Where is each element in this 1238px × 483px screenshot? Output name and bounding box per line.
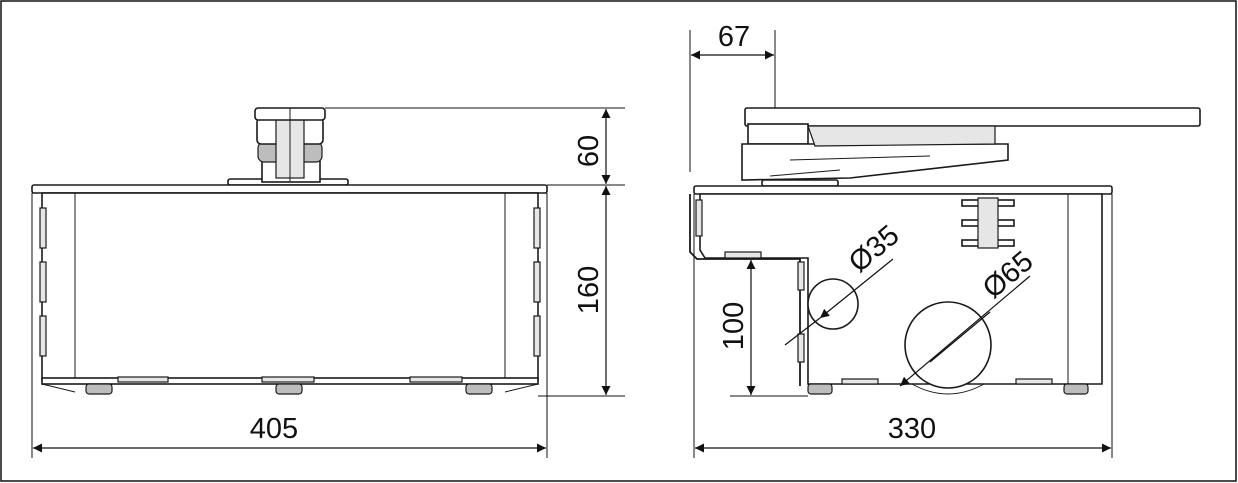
front-body xyxy=(39,192,541,395)
side-top-plate xyxy=(693,185,1113,195)
dim-side-width-label: 330 xyxy=(888,413,936,445)
dim-body-height-label: 160 xyxy=(573,266,605,314)
front-top-plate xyxy=(31,184,548,194)
dim-front-width-label: 405 xyxy=(250,413,298,445)
side-body xyxy=(689,193,1103,395)
side-view: 67 100 330 Ø35 Ø65 xyxy=(689,21,1201,458)
side-arm xyxy=(741,107,1201,187)
front-pivot xyxy=(227,107,349,186)
dim-side-height-label: 100 xyxy=(718,302,750,350)
dim-side-offset-label: 67 xyxy=(718,21,750,53)
front-view: 60 160 405 xyxy=(31,107,625,458)
dim-top-height-label: 60 xyxy=(573,135,605,167)
